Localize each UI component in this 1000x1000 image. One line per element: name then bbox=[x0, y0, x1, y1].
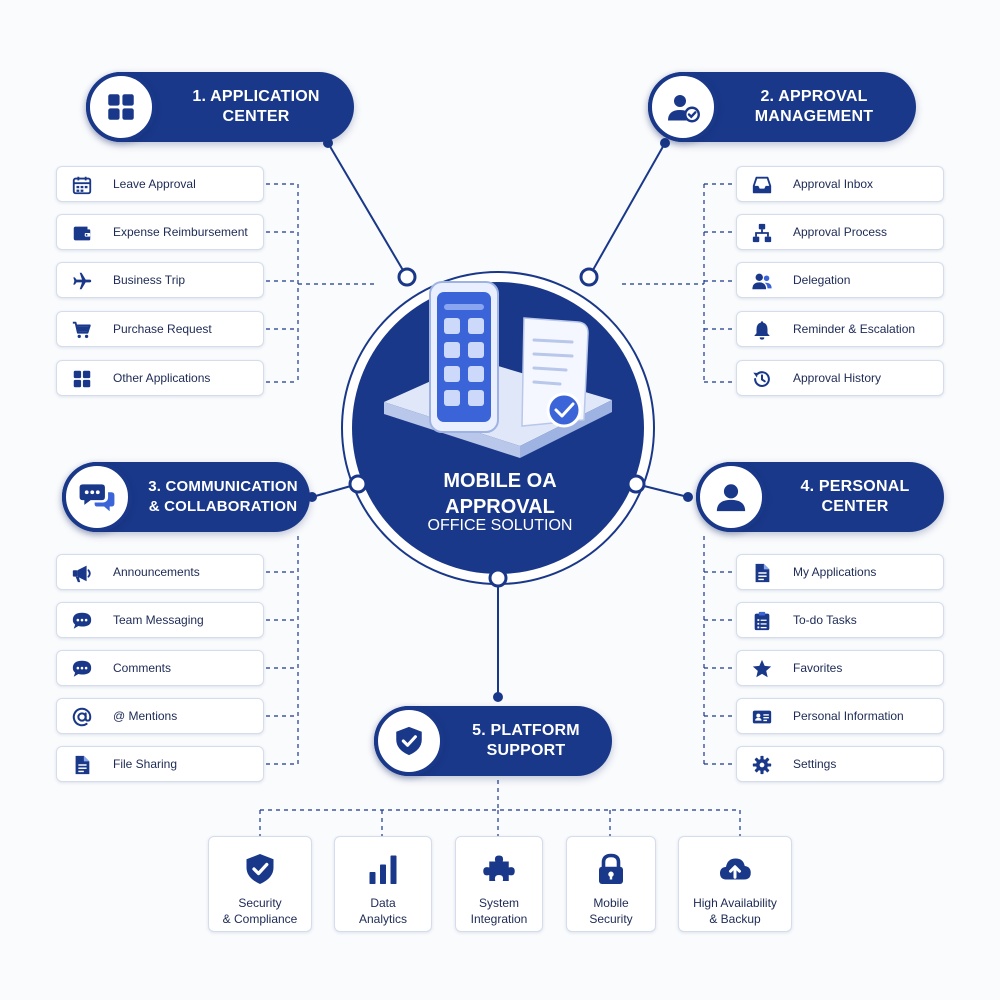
chat-bubbles-icon bbox=[62, 462, 132, 532]
card-label: Data Analytics bbox=[358, 896, 408, 926]
bar-chart-icon bbox=[369, 855, 397, 884]
puzzle-icon bbox=[483, 855, 515, 881]
card-label: High Availability & Backup bbox=[693, 896, 777, 926]
grid-icon bbox=[86, 72, 156, 142]
list-item-label: Reminder & Escalation bbox=[793, 322, 916, 336]
list-item-label: Approval Process bbox=[793, 225, 888, 239]
card-data-analytics[interactable]: Data Analytics bbox=[334, 836, 432, 932]
gear-icon bbox=[752, 755, 772, 775]
user-check-icon bbox=[648, 72, 718, 142]
list-item-personal-information[interactable]: Personal Information bbox=[736, 698, 944, 734]
apps-icon bbox=[73, 370, 91, 388]
section-title: 1. APPLICATION CENTER bbox=[192, 88, 320, 125]
shield-check-icon bbox=[374, 706, 444, 776]
list-item-label: Settings bbox=[793, 757, 837, 771]
list-item-my-applications[interactable]: My Applications bbox=[736, 554, 944, 590]
list-item-label: Expense Reimbursement bbox=[113, 225, 248, 239]
users-icon bbox=[752, 273, 772, 290]
id-card-icon bbox=[752, 710, 772, 724]
list-item-label: Other Applications bbox=[113, 371, 211, 385]
list-item-leave-approval[interactable]: Leave Approval bbox=[56, 166, 264, 202]
list-item-label: Personal Information bbox=[793, 709, 904, 723]
list-item-business-trip[interactable]: Business Trip bbox=[56, 262, 264, 298]
list-item-approval-history[interactable]: Approval History bbox=[736, 360, 944, 396]
list-item-label: Delegation bbox=[793, 273, 851, 287]
list-item-mentions[interactable]: @ Mentions bbox=[56, 698, 264, 734]
card-high-availability-backup[interactable]: High Availability & Backup bbox=[678, 836, 792, 932]
history-icon bbox=[753, 371, 770, 387]
user-icon bbox=[696, 462, 766, 532]
list-item-team-messaging[interactable]: Team Messaging bbox=[56, 602, 264, 638]
list-item-comments[interactable]: Comments bbox=[56, 650, 264, 686]
list-item-reminder-escalation[interactable]: Reminder & Escalation bbox=[736, 311, 944, 347]
list-item-todo-tasks[interactable]: To-do Tasks bbox=[736, 602, 944, 638]
bell-icon bbox=[754, 321, 770, 340]
list-item-settings[interactable]: Settings bbox=[736, 746, 944, 782]
section-title: 4. PERSONAL CENTER bbox=[800, 478, 910, 515]
list-item-label: Comments bbox=[113, 661, 172, 675]
list-item-label: Team Messaging bbox=[113, 613, 204, 627]
list-item-favorites[interactable]: Favorites bbox=[736, 650, 944, 686]
cloud-upload-icon bbox=[720, 858, 751, 880]
lock-icon bbox=[599, 853, 623, 884]
card-mobile-security[interactable]: Mobile Security bbox=[566, 836, 656, 932]
card-label: Security & Compliance bbox=[222, 896, 298, 926]
section-title: 3. COMMUNICATION & COLLABORATION bbox=[148, 478, 298, 515]
card-label: System Integration bbox=[470, 896, 528, 926]
section-title: 2. APPROVAL MANAGEMENT bbox=[754, 88, 874, 125]
at-sign-icon bbox=[72, 707, 92, 727]
list-item-label: My Applications bbox=[793, 565, 877, 579]
list-item-delegation[interactable]: Delegation bbox=[736, 262, 944, 298]
list-item-label: Leave Approval bbox=[113, 177, 196, 191]
airplane-icon bbox=[73, 272, 92, 290]
card-label: Mobile Security bbox=[589, 896, 633, 926]
list-item-label: Favorites bbox=[793, 661, 843, 675]
list-item-announcements[interactable]: Announcements bbox=[56, 554, 264, 590]
list-item-label: Approval History bbox=[793, 371, 882, 385]
document-icon bbox=[755, 563, 770, 583]
list-item-approval-process[interactable]: Approval Process bbox=[736, 214, 944, 250]
shield-check-icon bbox=[246, 854, 274, 884]
card-system-integration[interactable]: System Integration bbox=[455, 836, 543, 932]
list-item-label: Approval Inbox bbox=[793, 177, 874, 191]
list-item-label: To-do Tasks bbox=[793, 613, 857, 627]
megaphone-icon bbox=[72, 565, 91, 583]
list-item-approval-inbox[interactable]: Approval Inbox bbox=[736, 166, 944, 202]
section-title: 5. PLATFORM SUPPORT bbox=[472, 722, 580, 759]
center-title: MOBILE OA APPROVAL bbox=[443, 470, 557, 518]
flowchart-icon bbox=[752, 223, 772, 243]
list-item-purchase-request[interactable]: Purchase Request bbox=[56, 311, 264, 347]
card-security-compliance[interactable]: Security & Compliance bbox=[208, 836, 312, 932]
calendar-icon bbox=[72, 176, 92, 195]
inbox-icon bbox=[752, 176, 772, 194]
cart-icon bbox=[72, 321, 91, 339]
list-item-label: Purchase Request bbox=[113, 322, 212, 336]
list-item-label: @ Mentions bbox=[113, 709, 178, 723]
list-item-expense-reimbursement[interactable]: Expense Reimbursement bbox=[56, 214, 264, 250]
list-item-label: Business Trip bbox=[113, 273, 186, 287]
wallet-icon bbox=[73, 226, 91, 241]
list-item-label: Announcements bbox=[113, 565, 200, 579]
star-icon bbox=[752, 659, 772, 678]
phone-illustration bbox=[384, 281, 612, 458]
message-icon bbox=[72, 612, 92, 629]
clipboard-icon bbox=[754, 611, 770, 631]
list-item-label: File Sharing bbox=[113, 757, 178, 771]
list-item-file-sharing[interactable]: File Sharing bbox=[56, 746, 264, 782]
list-item-other-applications[interactable]: Other Applications bbox=[56, 360, 264, 396]
file-icon bbox=[75, 755, 90, 775]
center-subtitle: OFFICE SOLUTION bbox=[427, 517, 573, 534]
comment-icon bbox=[72, 660, 92, 677]
